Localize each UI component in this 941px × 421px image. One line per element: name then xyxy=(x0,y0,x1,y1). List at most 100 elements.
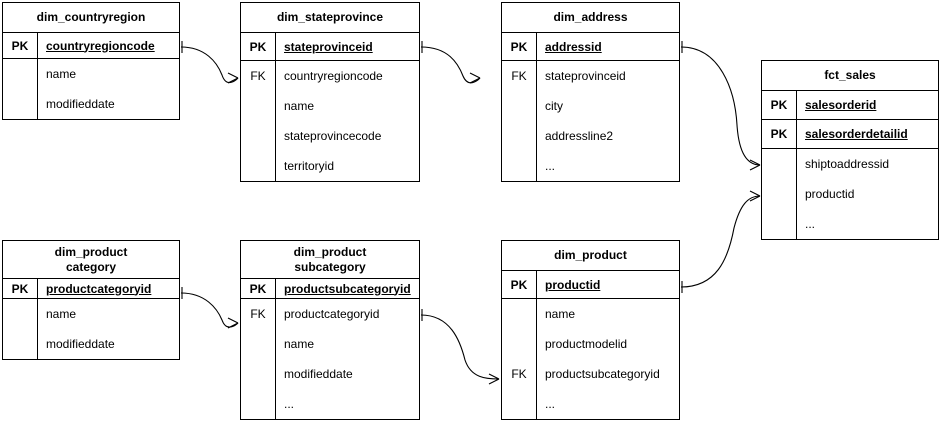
primary-key-field: productcategoryid xyxy=(46,281,152,296)
field-name-cell: countryregioncode xyxy=(38,33,179,58)
attribute-row[interactable]: name xyxy=(46,307,77,321)
primary-key-row[interactable]: PK productcategoryid xyxy=(3,279,179,299)
primary-key-field: countryregioncode xyxy=(46,38,155,53)
connector-line xyxy=(420,46,481,84)
attribute-row[interactable]: addressline2 xyxy=(545,129,614,143)
attribute-row[interactable]: modifieddate xyxy=(284,367,353,381)
primary-key-row[interactable]: PK productsubcategoryid xyxy=(241,279,419,299)
attribute-row[interactable]: ... xyxy=(805,217,816,231)
field-name-cell: salesorderid xyxy=(797,91,938,119)
attributes-block: FK countryregioncode name stateprovincecode… xyxy=(241,61,419,181)
entity-title: dim_address xyxy=(502,3,679,33)
relationship-countryregion-to-stateprovince[interactable] xyxy=(180,41,239,84)
attribute-row[interactable]: stateprovinceid xyxy=(545,69,626,83)
attribute-row[interactable]: countryregioncode xyxy=(284,69,383,83)
connector-line xyxy=(180,46,239,84)
field-name-cell: productid xyxy=(537,271,679,298)
attributes-block: FK stateprovinceid city addressline2... xyxy=(502,61,679,181)
key-badge-pk: PK xyxy=(241,279,276,298)
attribute-list: productcategoryid name modifieddate... xyxy=(276,299,419,419)
primary-key-field: addressid xyxy=(545,39,602,54)
primary-key-row[interactable]: PK addressid xyxy=(502,33,679,61)
field-name-cell: productsubcategoryid xyxy=(276,279,419,298)
primary-key-field: productsubcategoryid xyxy=(284,281,411,296)
attribute-row[interactable]: modifieddate xyxy=(46,337,115,351)
attribute-row[interactable]: productid xyxy=(805,187,855,201)
key-badge-fk: FK xyxy=(241,299,276,419)
attribute-row[interactable]: productsubcategoryid xyxy=(545,367,660,381)
key-badge-pk: PK xyxy=(502,33,537,60)
relationship-stateprovince-to-address[interactable] xyxy=(420,41,481,84)
connector-line xyxy=(180,292,239,328)
attribute-list: name productmodelid productsubcategoryid..… xyxy=(537,299,679,419)
attributes-block: shiptoaddressid productid... xyxy=(762,149,938,239)
attributes-block: name modifieddate xyxy=(3,299,179,359)
attribute-row[interactable]: ... xyxy=(545,159,556,173)
cardinality-many-crowsfoot xyxy=(469,72,481,79)
key-badge-pk: PK xyxy=(502,271,537,298)
attribute-row[interactable]: ... xyxy=(284,397,295,411)
attribute-row[interactable]: productcategoryid xyxy=(284,307,380,321)
cardinality-many-crowsfoot xyxy=(469,77,481,84)
cardinality-many-crowsfoot xyxy=(227,72,239,79)
field-name-cell: salesorderdetailid xyxy=(797,120,938,148)
entity-title: dim_product subcategory xyxy=(241,241,419,279)
attribute-row[interactable]: modifieddate xyxy=(46,97,115,111)
cardinality-many-crowsfoot xyxy=(227,317,239,324)
relationship-productcategory-to-subcategory[interactable] xyxy=(180,287,239,329)
key-badge-label xyxy=(762,149,796,179)
field-name-cell: stateprovinceid xyxy=(276,33,419,60)
primary-key-field: salesorderdetailid xyxy=(805,127,908,141)
attribute-row[interactable]: name xyxy=(46,67,77,81)
attribute-row[interactable]: productmodelid xyxy=(545,337,628,351)
entity-title: dim_product xyxy=(502,241,679,271)
attribute-row[interactable]: name xyxy=(545,307,576,321)
cardinality-many-crowsfoot xyxy=(749,195,761,202)
key-badge-pk: PK xyxy=(3,279,38,298)
attribute-row[interactable]: territoryid xyxy=(284,159,335,173)
cardinality-many-crowsfoot xyxy=(749,164,761,171)
cardinality-many-crowsfoot xyxy=(749,159,761,166)
key-badge-pk: PK xyxy=(3,33,38,58)
attribute-row[interactable]: name xyxy=(284,337,315,351)
connector-line xyxy=(680,195,761,288)
key-badge-fk: FK xyxy=(502,61,537,181)
attribute-row[interactable]: shiptoaddressid xyxy=(805,157,890,171)
field-name-cell: addressid xyxy=(537,33,679,60)
relationship-subcategory-to-product[interactable] xyxy=(420,309,500,385)
entity-title: dim_product category xyxy=(3,241,179,279)
attribute-list: name modifieddate xyxy=(38,299,179,359)
key-badge-label: FK xyxy=(250,69,266,83)
key-column-empty xyxy=(762,149,797,239)
connector-line xyxy=(680,46,761,166)
key-badge-label: FK xyxy=(511,69,527,83)
attribute-row[interactable]: name xyxy=(284,99,315,113)
key-column-empty xyxy=(3,299,38,359)
key-badge-label xyxy=(3,59,37,89)
attribute-row[interactable]: ... xyxy=(545,397,556,411)
primary-key-row[interactable]: PK countryregioncode xyxy=(3,33,179,59)
attribute-row[interactable]: stateprovincecode xyxy=(284,129,382,143)
cardinality-many-crowsfoot xyxy=(227,322,239,329)
connector-line xyxy=(420,314,500,380)
attribute-list: name modifieddate xyxy=(38,59,179,119)
attribute-row[interactable]: city xyxy=(545,99,563,113)
attribute-list: shiptoaddressid productid... xyxy=(797,149,938,239)
attributes-block: FK productcategoryid name modifieddate... xyxy=(241,299,419,419)
relationship-address-to-fctsales[interactable] xyxy=(680,41,761,171)
entity-title: dim_stateprovince xyxy=(241,3,419,33)
relationship-product-to-fctsales[interactable] xyxy=(680,190,761,293)
